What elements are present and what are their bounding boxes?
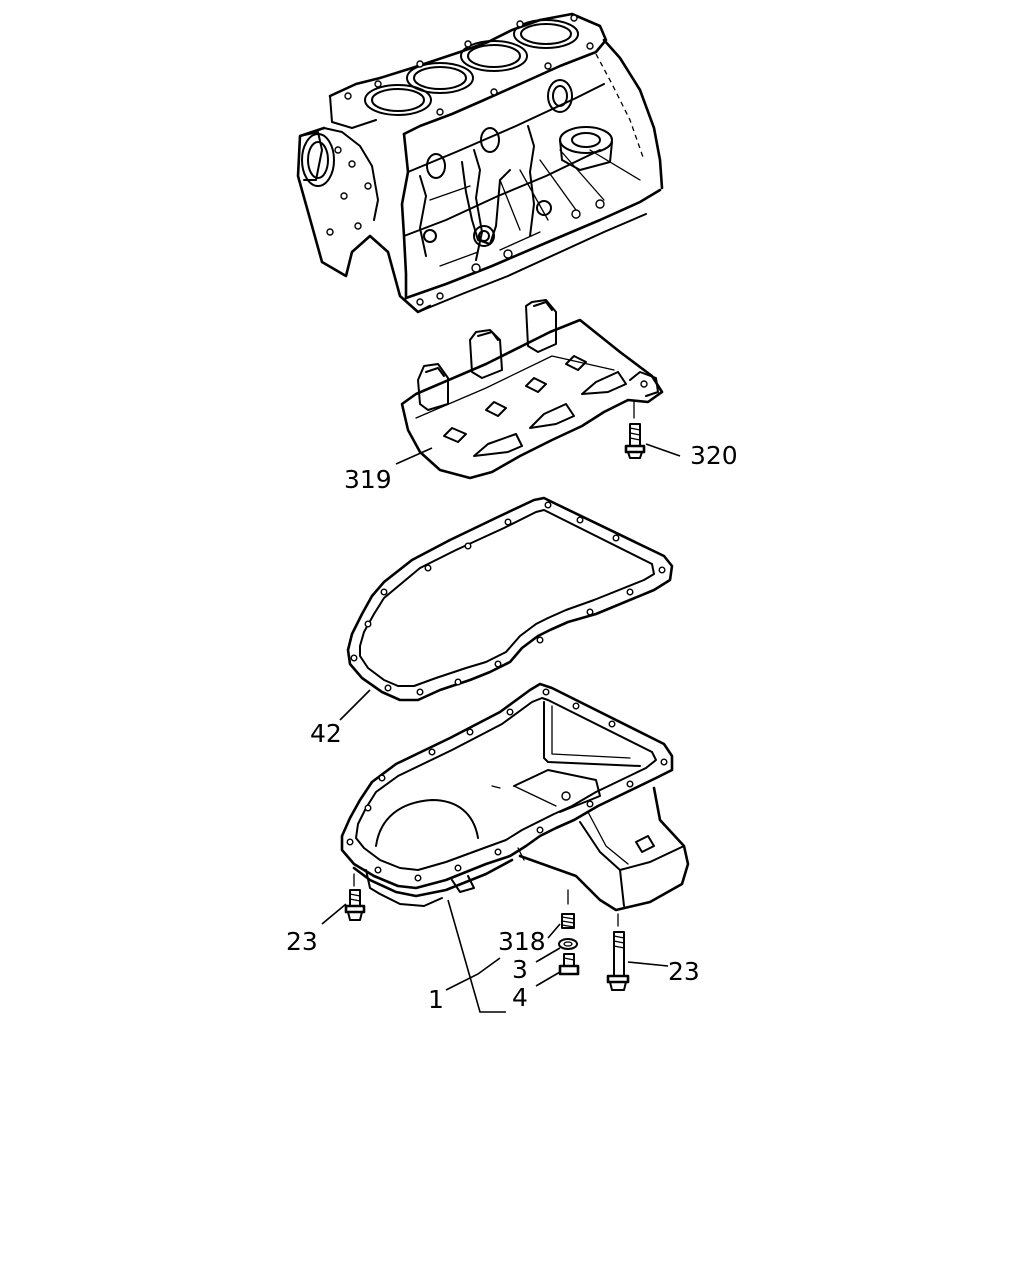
label-3: 3 bbox=[512, 955, 528, 984]
part-labels: 319 320 42 23 318 3 1 4 23 bbox=[286, 441, 738, 1014]
label-319: 319 bbox=[344, 465, 392, 494]
bolt-23-left bbox=[344, 873, 366, 921]
oil-baffle-plate bbox=[400, 299, 664, 480]
label-318: 318 bbox=[498, 927, 546, 956]
bolt-320 bbox=[624, 401, 646, 459]
drain-plug-318 bbox=[561, 889, 575, 929]
label-23-left: 23 bbox=[286, 927, 318, 956]
oil-pan bbox=[340, 682, 690, 912]
label-23-right: 23 bbox=[668, 957, 700, 986]
leader-lines bbox=[321, 443, 681, 1013]
bolt-23-right bbox=[606, 913, 630, 991]
plug-4 bbox=[558, 953, 580, 976]
engine-block bbox=[296, 12, 664, 314]
label-320: 320 bbox=[690, 441, 738, 470]
label-1: 1 bbox=[428, 985, 444, 1014]
washer-3 bbox=[558, 938, 578, 950]
label-4: 4 bbox=[512, 983, 528, 1012]
oil-pan-gasket bbox=[346, 496, 674, 702]
label-42: 42 bbox=[310, 719, 342, 748]
